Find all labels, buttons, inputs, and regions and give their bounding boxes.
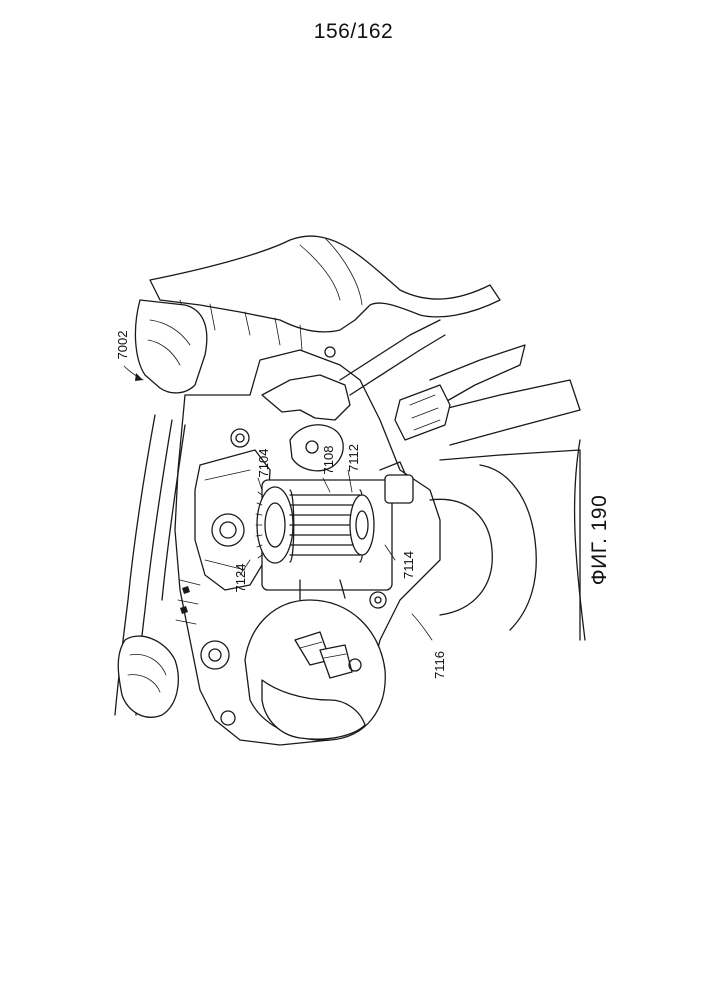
- ref-7002: 7002: [115, 331, 130, 360]
- ref-7124: 7124: [233, 564, 248, 593]
- ref-7114: 7114: [401, 551, 416, 579]
- ref-7104: 7104: [256, 449, 271, 478]
- ref-7116: 7116: [432, 651, 447, 679]
- ref-7108: 7108: [321, 446, 336, 475]
- lower-left-knob: [118, 636, 178, 717]
- shaft-end: [350, 495, 374, 555]
- side-button: [135, 300, 206, 393]
- right-housing: [430, 450, 580, 640]
- latch-arm: [262, 375, 350, 420]
- right-shaft: [430, 345, 580, 445]
- rotary-knob: [245, 600, 385, 740]
- figure-label-text: ФИГ. 190: [588, 495, 612, 586]
- ref-7112: 7112: [346, 444, 361, 472]
